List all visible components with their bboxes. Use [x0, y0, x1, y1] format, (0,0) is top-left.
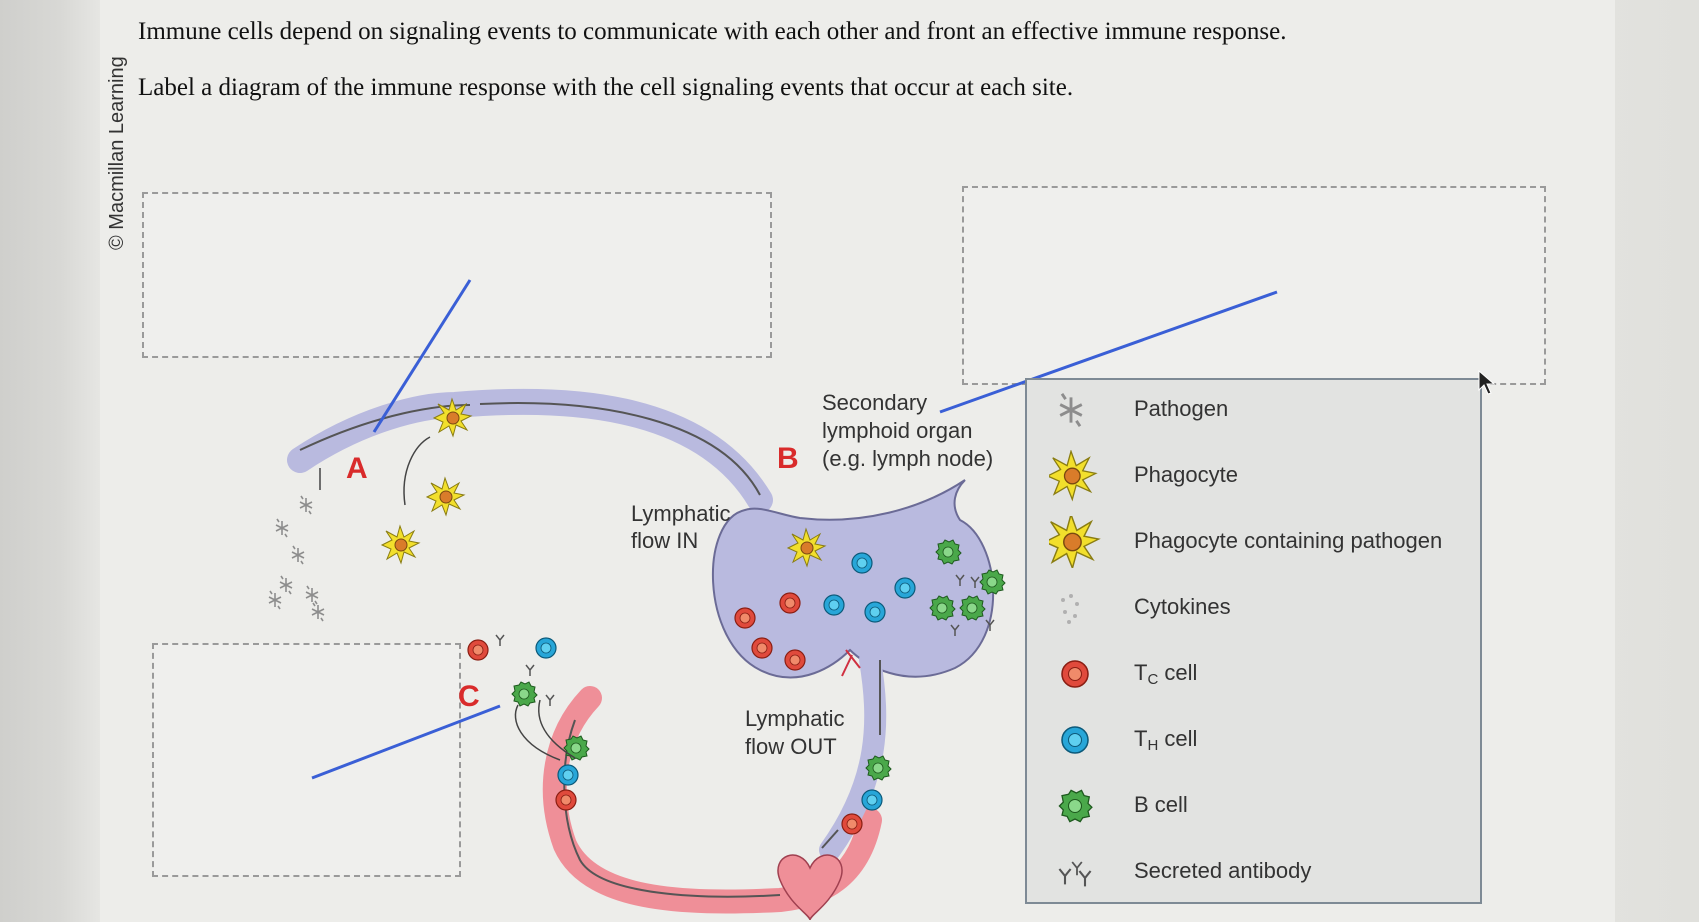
question-prompt-line-2: Label a diagram of the immune response w… [138, 74, 1074, 101]
cytokines-icon [1061, 594, 1079, 624]
flow-out-label-line-2: flow OUT [745, 734, 837, 759]
legend-label: Phagocyte [1134, 462, 1238, 487]
organ-label-line-3: (e.g. lymph node) [822, 446, 994, 471]
legend-label: Pathogen [1134, 396, 1229, 421]
site-b-label: B [777, 442, 799, 475]
question-prompt-line-1: Immune cells depend on signaling events … [138, 18, 1287, 45]
antibody-icon [1058, 861, 1092, 888]
legend-item: Cytokines [1027, 578, 1480, 638]
legend-item: TC cell [1027, 644, 1480, 704]
organ-label-line-2: lymphoid organ [822, 418, 973, 443]
pathogen-icon [1058, 392, 1084, 428]
legend-label: TH cell [1134, 726, 1198, 754]
legend-label: B cell [1134, 792, 1188, 817]
phagocyte-icon [1049, 450, 1097, 501]
mouse-cursor-icon [1478, 370, 1496, 395]
legend-label: Cytokines [1134, 594, 1231, 619]
legend-label: Phagocyte containing pathogen [1134, 528, 1443, 553]
phagocyte-with-pathogen-icon [1049, 516, 1100, 568]
flow-out-label-line-1: Lymphatic [745, 706, 845, 731]
organ-label-line-1: Secondary [822, 390, 928, 415]
tc-cell-icon [1061, 660, 1089, 688]
legend-item: B cell [1027, 776, 1480, 836]
flow-in-label-line-1: Lymphatic [631, 501, 731, 526]
legend-label: TC cell [1134, 660, 1198, 688]
flow-in-label-line-2: flow IN [631, 528, 699, 553]
label-drop-target-a[interactable] [142, 192, 772, 358]
th-cell-icon [1061, 726, 1089, 754]
legend-item: Secreted antibody [1027, 842, 1480, 902]
legend-label: Secreted antibody [1134, 858, 1312, 883]
legend-item: TH cell [1027, 710, 1480, 770]
legend-item: Phagocyte containing pathogen [1027, 512, 1480, 572]
legend-panel: Pathogen Phagocyte Phagocyte containing … [1025, 378, 1482, 904]
site-a-label: A [346, 452, 368, 485]
legend-item: Phagocyte [1027, 446, 1480, 506]
legend-item: Pathogen [1027, 380, 1480, 440]
site-c-label: C [458, 680, 480, 713]
b-cell-icon [1058, 789, 1093, 823]
label-drop-target-c[interactable] [152, 643, 461, 877]
